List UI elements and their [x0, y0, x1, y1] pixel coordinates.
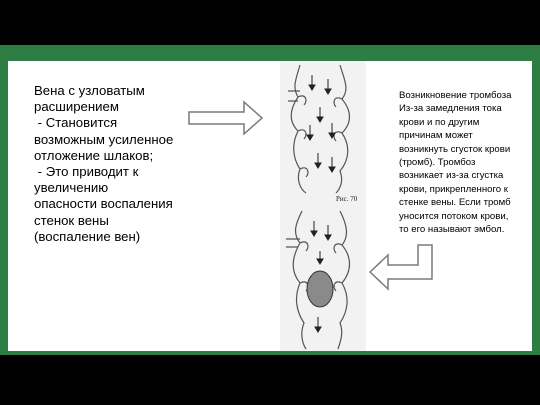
text-line: отложение шлаков;	[34, 147, 154, 163]
vein-illustration: Рис. 70	[280, 61, 366, 351]
text-line: опасности воспаления	[34, 196, 173, 212]
arrow-bent-left-icon	[368, 244, 433, 291]
thrombus	[306, 270, 334, 308]
thrombosis-description: Возникновение тромбоза Из-за замедления …	[399, 89, 531, 236]
text-line: возникает из-за сгустка	[399, 170, 504, 182]
text-line: крови и по другим	[399, 116, 480, 128]
text-line: - Становится	[34, 115, 118, 131]
text-line: - Это приводит к	[34, 164, 139, 180]
text-line: Из-за замедления тока	[399, 103, 502, 115]
text-line: Вена с узловатым	[34, 83, 145, 98]
text-line: (воспаление вен)	[34, 228, 141, 244]
text-line: крови, прикрепленного к	[399, 183, 508, 195]
text-line: стенке вены. Если тромб	[399, 197, 511, 209]
text-line: стенок вены	[34, 212, 109, 228]
text-line: причинам может	[399, 130, 473, 142]
text-line: возникнуть сгусток крови	[399, 143, 511, 155]
figure-caption: Рис. 70	[336, 195, 358, 203]
slide: Вена с узловатым расширением - Становитс…	[8, 61, 532, 351]
upper-flow-arrows	[306, 75, 336, 173]
text-line: (тромб). Тромбоз	[399, 157, 476, 169]
text-line: увеличению	[34, 180, 109, 196]
text-line: расширением	[34, 99, 119, 115]
arrow-right-icon	[188, 100, 264, 136]
text-line: возможным усиленное	[34, 131, 174, 147]
text-line: Возникновение тромбоза	[399, 90, 512, 101]
lower-flow-arrows	[310, 221, 332, 333]
varicose-vein-description: Вена с узловатым расширением - Становитс…	[34, 83, 184, 245]
text-line: уносится потоком крови,	[399, 210, 509, 222]
text-line: то его называют эмбол.	[399, 224, 505, 236]
upper-vein-drawing	[288, 64, 351, 194]
